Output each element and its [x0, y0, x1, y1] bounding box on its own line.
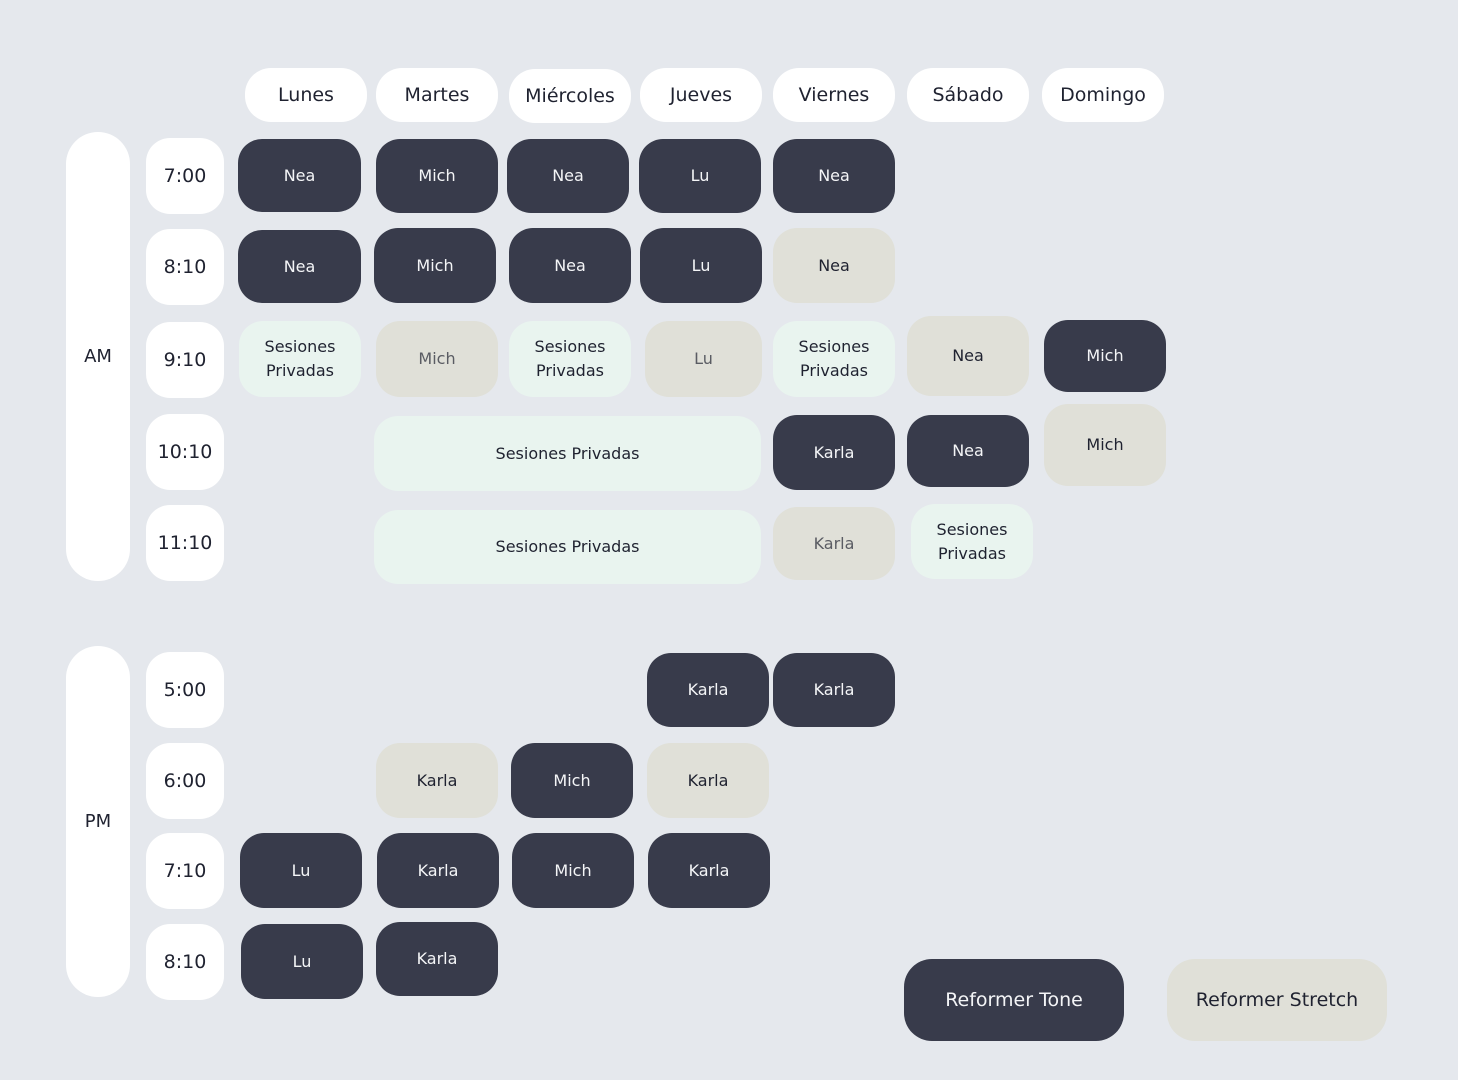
time-am-1010: 10:10: [146, 414, 224, 490]
class-slot[interactable]: Lu: [241, 924, 363, 999]
class-slot[interactable]: Lu: [645, 321, 762, 397]
class-slot[interactable]: Mich: [376, 321, 498, 397]
day-header-viernes: Viernes: [773, 68, 895, 122]
class-slot[interactable]: Lu: [640, 228, 762, 303]
time-am-810: 8:10: [146, 229, 224, 305]
class-slot[interactable]: Karla: [773, 507, 895, 580]
time-pm-810: 8:10: [146, 924, 224, 1000]
private-session-slot[interactable]: Sesiones Privadas: [374, 510, 761, 584]
private-session-slot[interactable]: Sesiones Privadas: [509, 321, 631, 397]
class-slot[interactable]: Lu: [240, 833, 362, 908]
class-slot[interactable]: Mich: [376, 139, 498, 213]
day-header-jueves: Jueves: [640, 68, 762, 122]
time-pm-600: 6:00: [146, 743, 224, 819]
legend-reformer-tone: Reformer Tone: [904, 959, 1124, 1041]
class-slot[interactable]: Karla: [647, 743, 769, 818]
class-slot[interactable]: Karla: [773, 653, 895, 727]
period-pm: PM: [66, 646, 130, 997]
class-slot[interactable]: Nea: [507, 139, 629, 213]
class-slot[interactable]: Nea: [238, 230, 361, 303]
period-am: AM: [66, 132, 130, 581]
class-slot[interactable]: Karla: [773, 415, 895, 490]
legend-reformer-stretch: Reformer Stretch: [1167, 959, 1387, 1041]
day-header-lunes: Lunes: [245, 68, 367, 122]
class-slot[interactable]: Karla: [376, 743, 498, 818]
class-slot[interactable]: Karla: [648, 833, 770, 908]
class-slot[interactable]: Nea: [907, 316, 1029, 396]
class-slot[interactable]: Mich: [374, 228, 496, 303]
class-slot[interactable]: Nea: [509, 228, 631, 303]
class-slot[interactable]: Karla: [376, 922, 498, 996]
time-pm-710: 7:10: [146, 833, 224, 909]
class-slot[interactable]: Karla: [377, 833, 499, 908]
time-am-910: 9:10: [146, 322, 224, 398]
time-am-700: 7:00: [146, 138, 224, 214]
class-slot[interactable]: Karla: [647, 653, 769, 727]
class-slot[interactable]: Mich: [1044, 320, 1166, 392]
class-slot[interactable]: Lu: [639, 139, 761, 213]
class-slot[interactable]: Mich: [511, 743, 633, 818]
class-slot[interactable]: Mich: [1044, 404, 1166, 486]
time-am-1110: 11:10: [146, 505, 224, 581]
day-header-martes: Martes: [376, 68, 498, 122]
day-header-sabado: Sábado: [907, 68, 1029, 122]
private-session-slot[interactable]: Sesiones Privadas: [239, 321, 361, 397]
day-header-domingo: Domingo: [1042, 68, 1164, 122]
class-slot[interactable]: Nea: [773, 228, 895, 303]
class-slot[interactable]: Nea: [238, 139, 361, 212]
class-slot[interactable]: Nea: [773, 139, 895, 213]
private-session-slot[interactable]: Sesiones Privadas: [911, 504, 1033, 579]
private-session-slot[interactable]: Sesiones Privadas: [773, 321, 895, 397]
private-session-slot[interactable]: Sesiones Privadas: [374, 416, 761, 491]
day-header-miercoles: Miércoles: [509, 69, 631, 123]
class-slot[interactable]: Nea: [907, 415, 1029, 487]
class-slot[interactable]: Mich: [512, 833, 634, 908]
time-pm-500: 5:00: [146, 652, 224, 728]
